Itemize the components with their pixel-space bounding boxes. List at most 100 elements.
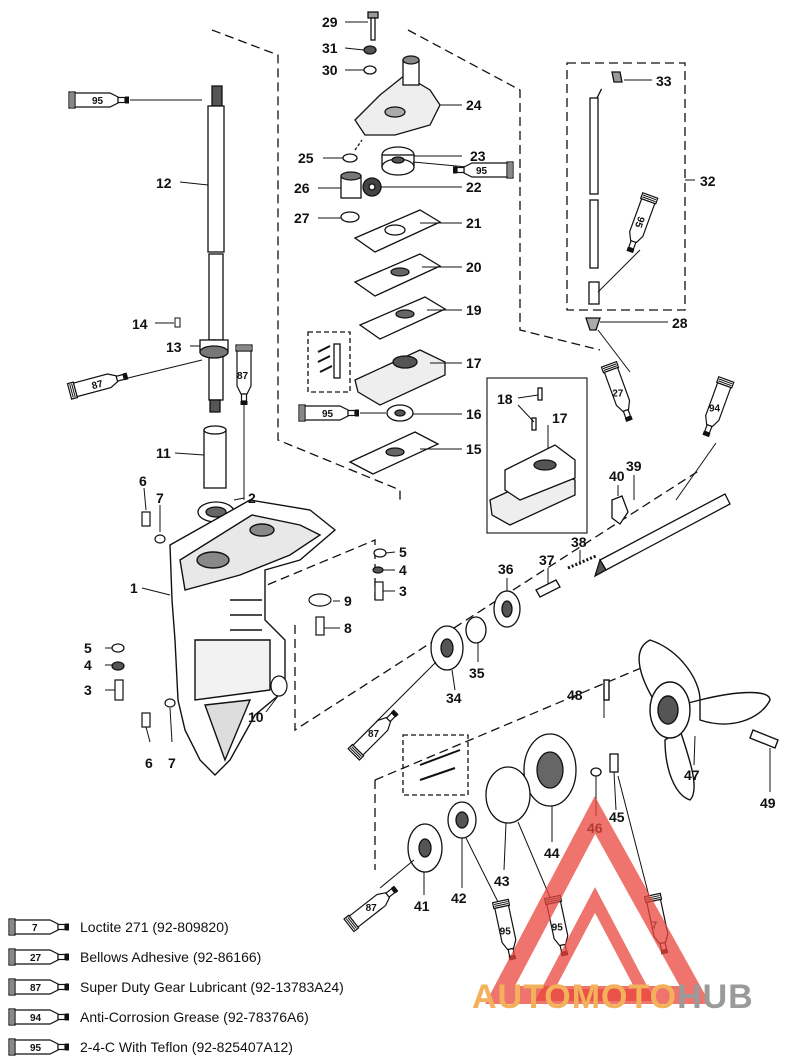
callout-27: 27	[294, 210, 310, 226]
callout-44: 44	[544, 845, 560, 861]
svg-text:27: 27	[30, 953, 42, 964]
callout-41: 41	[414, 898, 430, 914]
callout-14: 14	[132, 316, 148, 332]
callout-16: 16	[466, 406, 482, 422]
svg-text:95: 95	[500, 926, 512, 937]
callout-30: 30	[322, 62, 338, 78]
svg-text:95: 95	[92, 96, 104, 107]
callout-49: 49	[760, 795, 776, 811]
callout-1: 1	[130, 580, 138, 596]
tube-94: 94	[697, 376, 735, 440]
callout-3-left: 3	[84, 682, 92, 698]
lubricant-legend: 7 Loctite 271 (92-809820) 27 Bellows Adh…	[8, 912, 428, 1062]
callout-18: 18	[497, 391, 513, 407]
callout-5-right: 5	[399, 544, 407, 560]
fasteners	[111, 511, 387, 728]
tube-icon: 7	[8, 918, 70, 936]
tube-icon: 95	[8, 1038, 70, 1056]
legend-row: 95 2-4-C With Teflon (92-825407A12)	[8, 1032, 428, 1062]
callout-8: 8	[344, 620, 352, 636]
propeller	[603, 639, 779, 801]
svg-text:27: 27	[612, 389, 624, 400]
forward-gear-bearings	[430, 590, 521, 671]
callout-48: 48	[567, 687, 583, 703]
tube-95-top: 95	[68, 91, 130, 109]
callout-21: 21	[466, 215, 482, 231]
callout-17-inset: 17	[552, 410, 568, 426]
callout-9: 9	[344, 593, 352, 609]
gear-housing	[169, 499, 337, 776]
callout-20: 20	[466, 259, 482, 275]
callout-19: 19	[466, 302, 482, 318]
tube-87-vertical: 87	[235, 344, 253, 406]
legend-label: Bellows Adhesive (92-86166)	[80, 949, 262, 965]
callout-43: 43	[494, 873, 510, 889]
watermark-text: AUTOMOTOHUB	[472, 978, 754, 1017]
callout-25: 25	[298, 150, 314, 166]
svg-text:94: 94	[30, 1013, 42, 1024]
callout-10: 10	[248, 709, 264, 725]
sleeve	[203, 425, 227, 489]
svg-text:87: 87	[91, 379, 105, 393]
callout-42: 42	[451, 890, 467, 906]
tube-27: 27	[600, 361, 638, 425]
tube-icon: 27	[8, 948, 70, 966]
svg-text:95: 95	[552, 922, 564, 933]
svg-text:95: 95	[30, 1043, 42, 1054]
tube-icon: 94	[8, 1008, 70, 1026]
callout-37: 37	[539, 552, 555, 568]
callout-6-top: 6	[139, 473, 147, 489]
shift-rod	[585, 71, 623, 331]
callout-2: 2	[248, 490, 256, 506]
svg-text:95: 95	[632, 215, 646, 230]
callout-47: 47	[684, 767, 700, 783]
svg-text:87: 87	[30, 983, 42, 994]
svg-text:95: 95	[476, 166, 488, 177]
legend-label: Super Duty Gear Lubricant (92-13783A24)	[80, 979, 344, 995]
callout-40: 40	[609, 468, 625, 484]
callout-26: 26	[294, 180, 310, 196]
svg-text:7: 7	[32, 923, 38, 934]
svg-text:95: 95	[322, 409, 334, 420]
watermark-text-part2: HUB	[677, 978, 754, 1016]
callout-7-bottom: 7	[168, 755, 176, 771]
callout-6-bottom: 6	[145, 755, 153, 771]
tube-87-low: 87	[343, 881, 402, 933]
legend-row: 94 Anti-Corrosion Grease (92-78376A6)	[8, 1002, 428, 1032]
callout-15: 15	[466, 441, 482, 457]
callout-23: 23	[470, 148, 486, 164]
callout-13: 13	[166, 339, 182, 355]
callout-35: 35	[469, 665, 485, 681]
legend-row: 27 Bellows Adhesive (92-86166)	[8, 942, 428, 972]
dashed-assembly-lines	[211, 29, 701, 870]
bearing-carrier	[407, 733, 619, 873]
upper-bearing	[199, 339, 229, 359]
part-callouts: 29 31 30 24 25 23 26 22 27 21 20 19 17 1…	[84, 14, 776, 914]
automotohub-watermark-logo	[485, 796, 711, 1004]
tube-95-23: 95	[452, 161, 514, 179]
callout-4-right: 4	[399, 562, 407, 578]
callout-12: 12	[156, 175, 172, 191]
propeller-shaft	[535, 493, 731, 598]
legend-label: 2-4-C With Teflon (92-825407A12)	[80, 1039, 293, 1055]
callout-33: 33	[656, 73, 672, 89]
svg-text:87: 87	[237, 371, 249, 382]
callout-7-top: 7	[156, 490, 164, 506]
tube-87-left: 87	[66, 367, 131, 400]
callout-29: 29	[322, 14, 338, 30]
callout-4-left: 4	[84, 657, 92, 673]
callout-39: 39	[626, 458, 642, 474]
svg-text:87: 87	[368, 729, 380, 740]
water-pump-assembly	[317, 11, 447, 475]
tube-icon: 87	[8, 978, 70, 996]
svg-text:94: 94	[709, 404, 721, 415]
callout-34: 34	[446, 690, 462, 706]
callout-31: 31	[322, 40, 338, 56]
legend-row: 87 Super Duty Gear Lubricant (92-13783A2…	[8, 972, 428, 1002]
legend-label: Anti-Corrosion Grease (92-78376A6)	[80, 1009, 309, 1025]
callout-3-right: 3	[399, 583, 407, 599]
pin-14	[174, 317, 181, 328]
tube-95-32: 95	[621, 192, 659, 256]
callout-5-left: 5	[84, 640, 92, 656]
svg-text:87: 87	[366, 903, 378, 914]
